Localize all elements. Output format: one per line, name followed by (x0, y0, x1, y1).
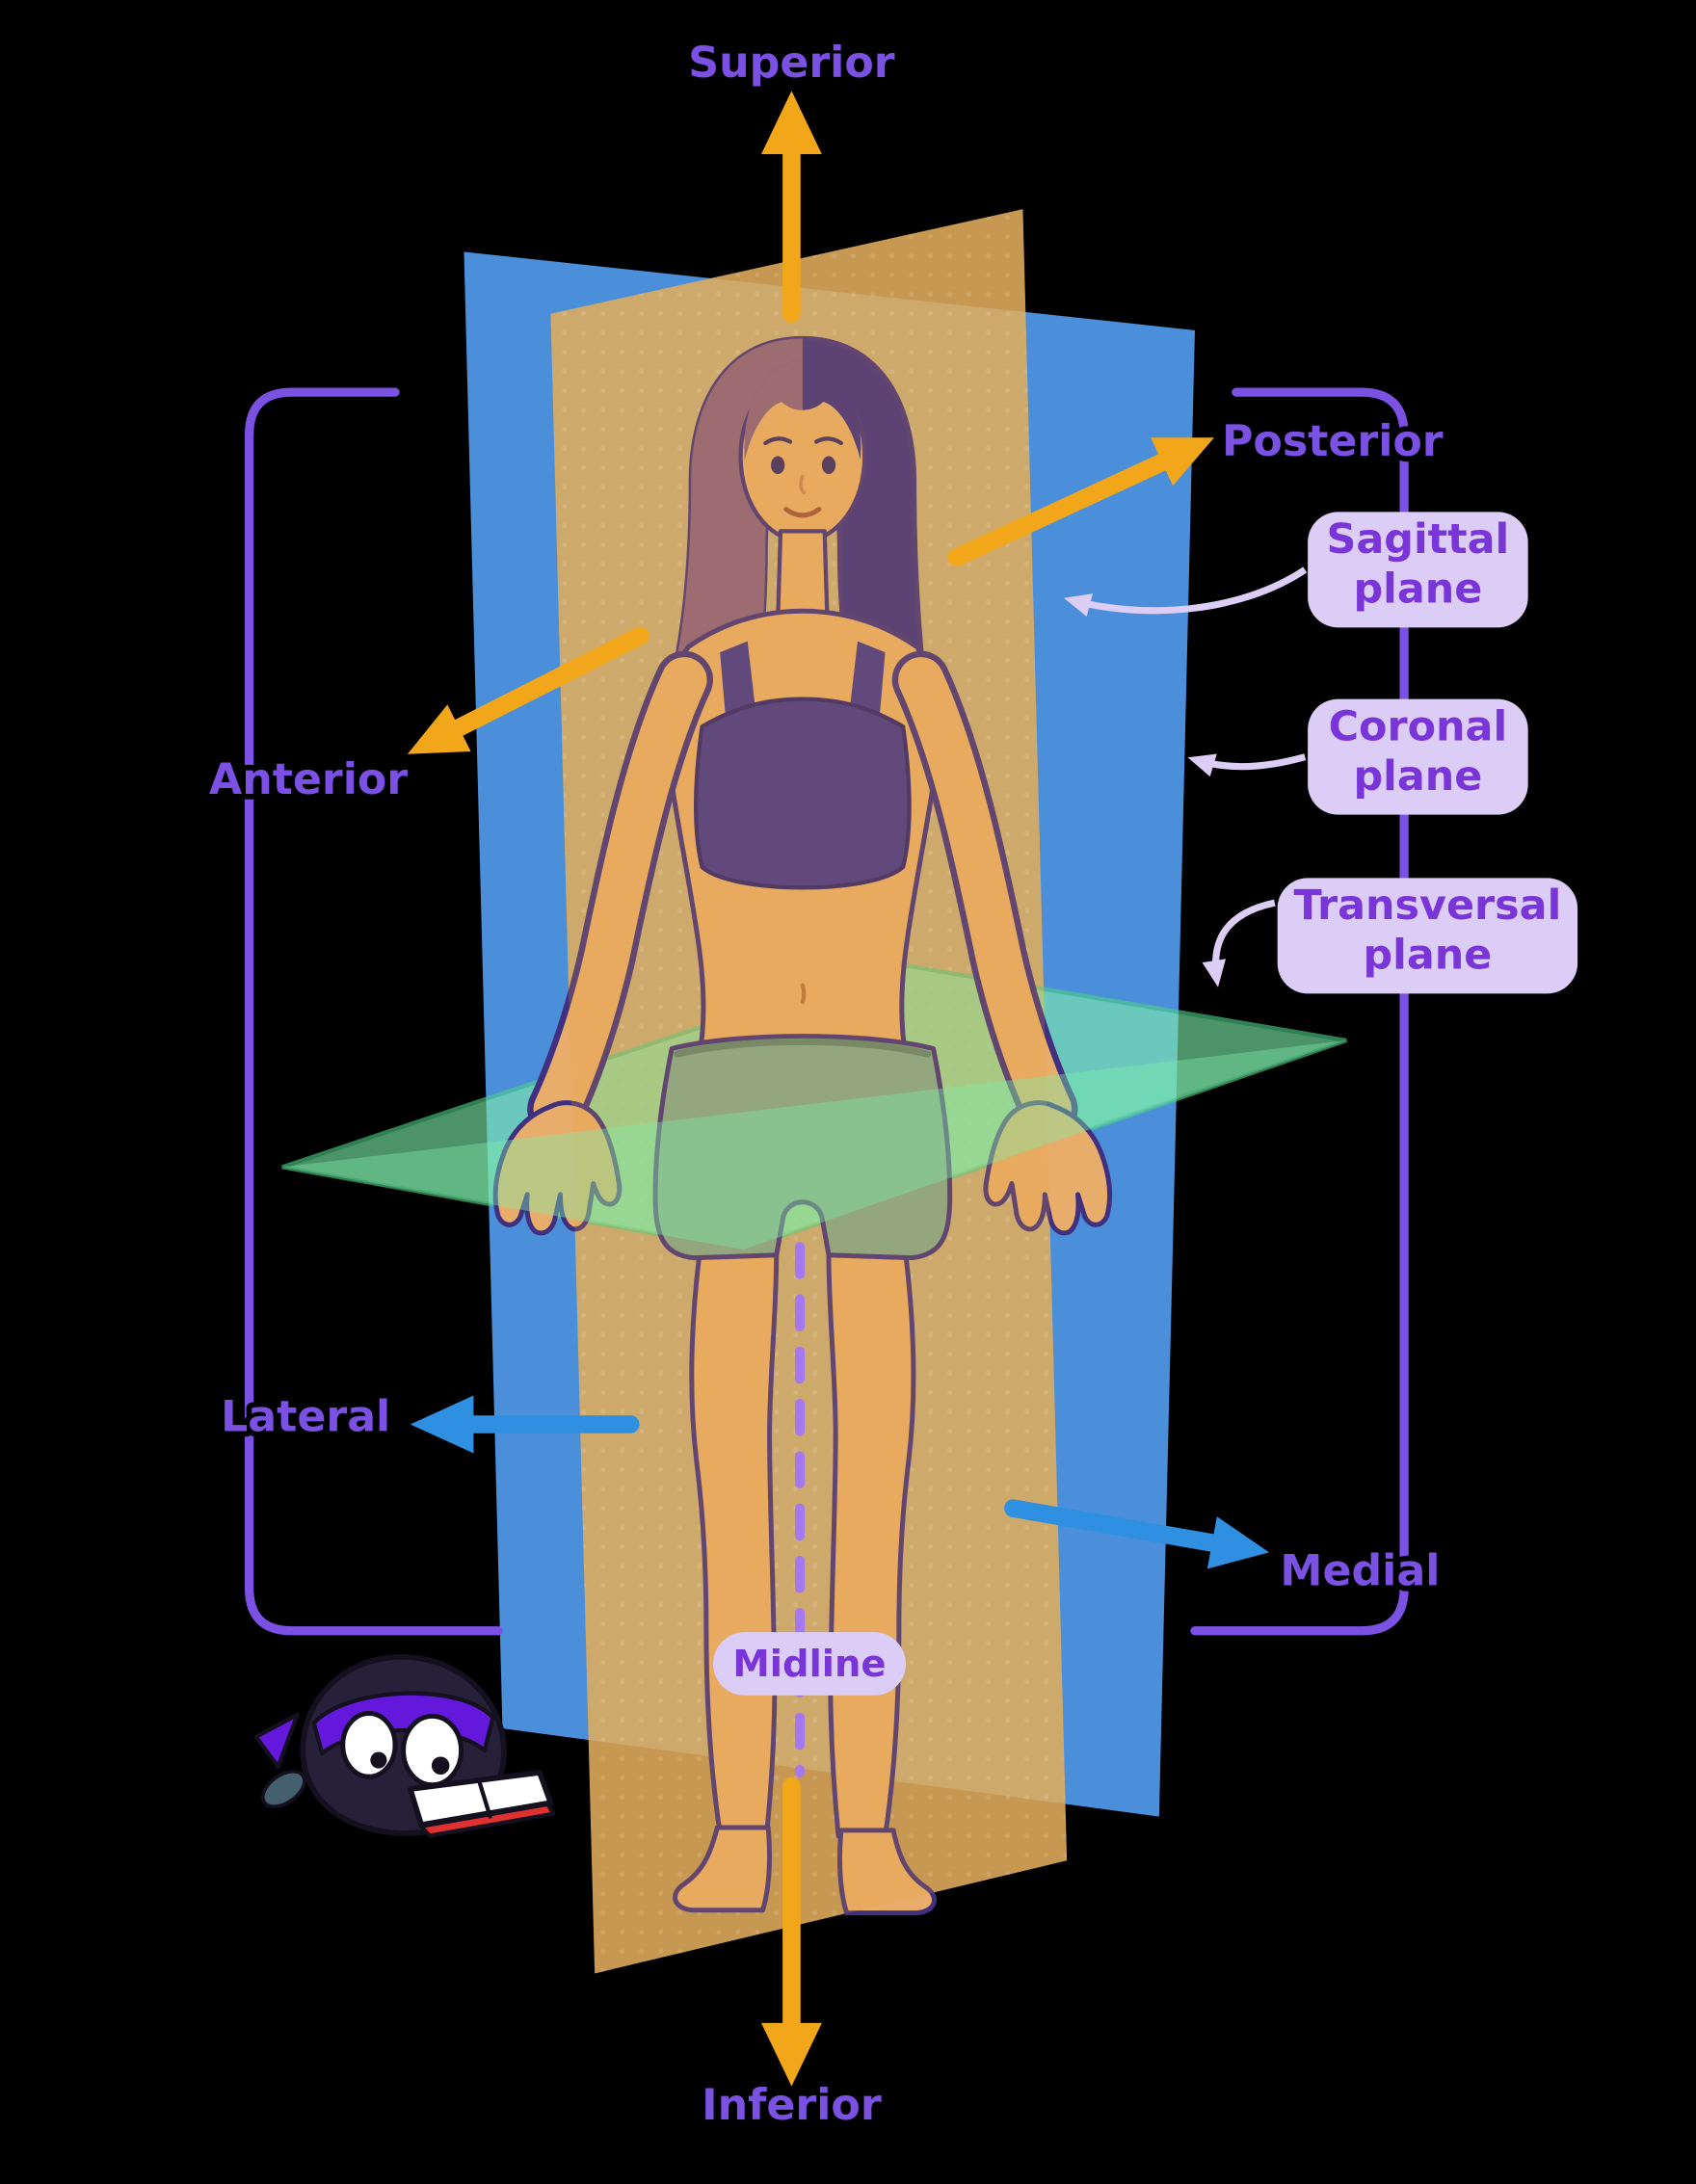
left-bracket (244, 387, 503, 1636)
mascot-book (407, 1770, 556, 1838)
left-foot (673, 1825, 773, 1913)
left-hand (492, 1100, 623, 1236)
posterior-arrow (947, 437, 1214, 566)
anterior-label: Anterior (209, 755, 408, 804)
transversal-plane-label-bubble: Transversal plane (1277, 878, 1578, 994)
sagittal-plane-label-bubble: Sagittal plane (1308, 512, 1528, 628)
coronal-plane-label-line2: plane (1353, 752, 1482, 801)
right-bracket (1190, 387, 1409, 1636)
mascot-reading-icon (253, 1654, 556, 1838)
mascot-headband-knot (253, 1712, 300, 1770)
midline-label-bubble: Midline (713, 1632, 906, 1696)
mascot-eyes (340, 1710, 464, 1788)
inferior-arrow (761, 1776, 822, 2087)
navel (800, 983, 807, 1005)
transversal-plane-label-line1: Transversal (1294, 881, 1562, 930)
sagittal-plane-label-line1: Sagittal (1327, 515, 1510, 564)
right-foot (836, 1828, 937, 1916)
transversal-plane-label-line2: plane (1363, 932, 1492, 980)
shorts (652, 1034, 953, 1261)
medial-label: Medial (1280, 1547, 1440, 1596)
coronal-plane-label-bubble: Coronal plane (1308, 698, 1528, 815)
midline-label: Midline (732, 1643, 886, 1686)
transversal-plane-front-shape (281, 1039, 1347, 1250)
left-arm (492, 650, 714, 1236)
coronal-plane-pointer-arrow (1187, 753, 1307, 777)
mascot-tail (261, 1770, 306, 1809)
hair-fringe-left-tone (744, 360, 803, 460)
posterior-label: Posterior (1222, 417, 1444, 466)
sports-bra (694, 697, 912, 890)
face-features (763, 436, 844, 518)
transversal-plane-pointer-arrow (1202, 899, 1276, 987)
lateral-label: Lateral (221, 1393, 390, 1442)
lateral-arrow (410, 1395, 640, 1454)
inferior-label: Inferior (702, 2081, 882, 2130)
superior-arrow (761, 91, 822, 323)
shorts-waistband (674, 1038, 932, 1058)
superior-label: Superior (688, 39, 895, 88)
sagittal-plane-pointer-arrow (1063, 566, 1308, 617)
sagittal-plane-tint-overlay (550, 209, 1068, 1974)
right-arm (891, 650, 1113, 1236)
medial-arrow (1004, 1499, 1270, 1569)
coronal-plane-label-line1: Coronal (1329, 703, 1508, 751)
anterior-arrow (407, 626, 649, 754)
sagittal-plane-label-line2: plane (1353, 566, 1482, 614)
right-hand (983, 1100, 1113, 1236)
